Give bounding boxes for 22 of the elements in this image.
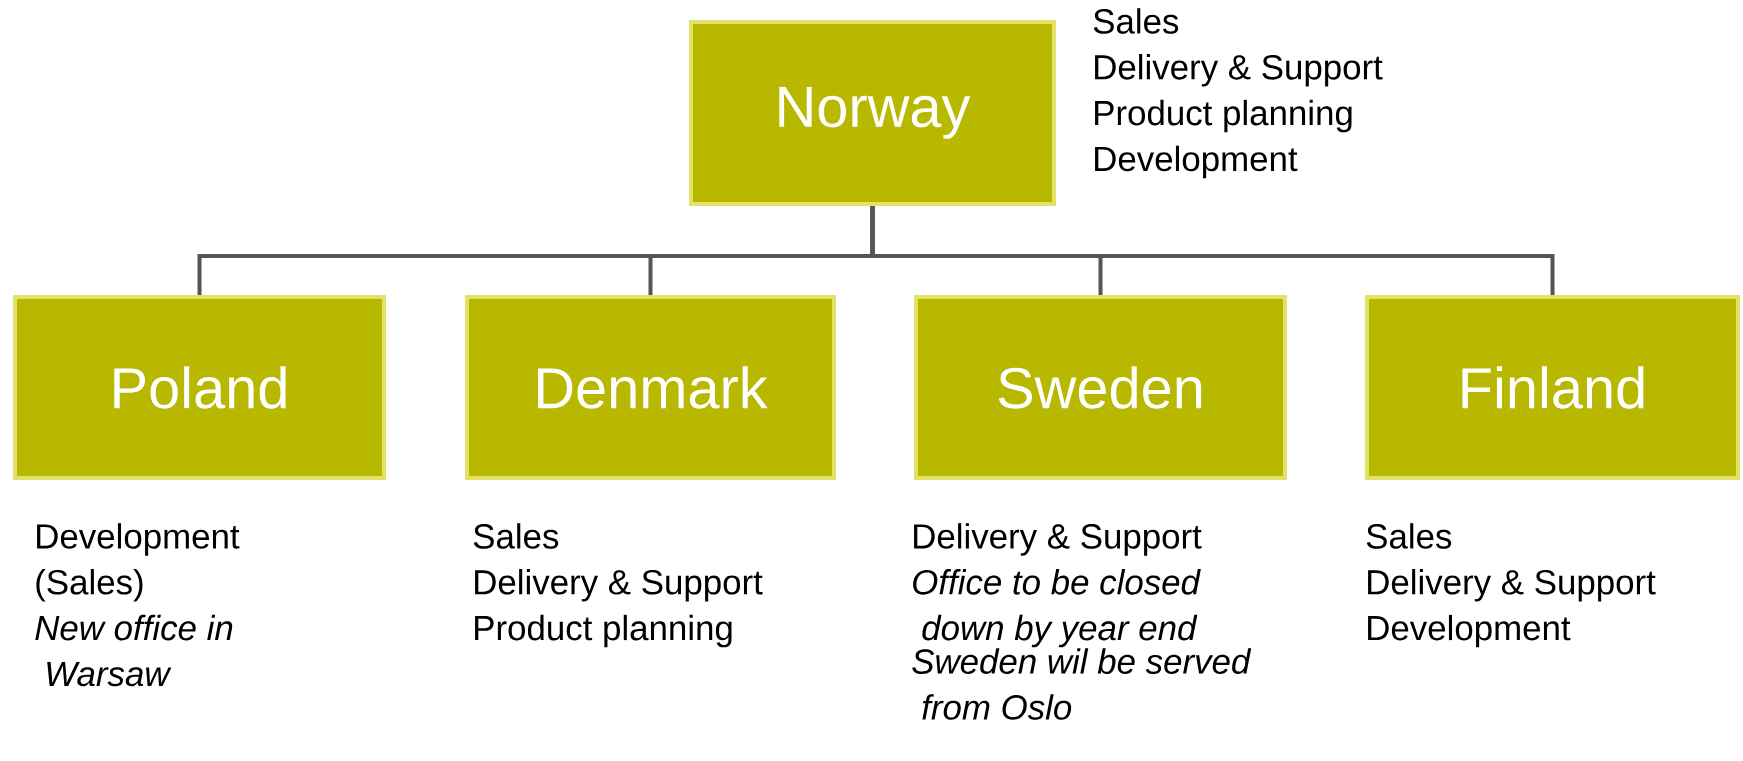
note-text: Development	[1095, 145, 1298, 179]
note-text: Development	[37, 523, 240, 556]
note-text: Development	[1368, 614, 1571, 648]
note-text: New office in Warsaw	[35, 614, 233, 687]
country-box: Denmark	[465, 295, 836, 480]
country-box: Poland	[13, 295, 386, 480]
note-text: Office to be closed down by year end	[913, 569, 1201, 648]
note-text: Delivery & Support	[475, 569, 763, 602]
note-text: Product planning	[475, 614, 732, 648]
note-text: Delivery & Support	[1368, 569, 1656, 602]
note-text: Sales	[1366, 523, 1452, 549]
connector-line	[870, 206, 1555, 295]
note-text: Sweden wil be served from Oslo	[912, 648, 1252, 720]
note-text: Sales	[1093, 8, 1179, 34]
country-box: Sweden	[914, 295, 1287, 480]
note-text: Delivery & Support	[1095, 54, 1383, 87]
note-text: Sales	[473, 523, 559, 549]
note-text: (Sales)	[36, 569, 143, 602]
country-box: Finland	[1365, 295, 1740, 480]
note-text: Delivery & Support	[914, 523, 1202, 556]
note-text: Product planning	[1095, 99, 1352, 133]
country-box: Norway	[689, 20, 1056, 206]
